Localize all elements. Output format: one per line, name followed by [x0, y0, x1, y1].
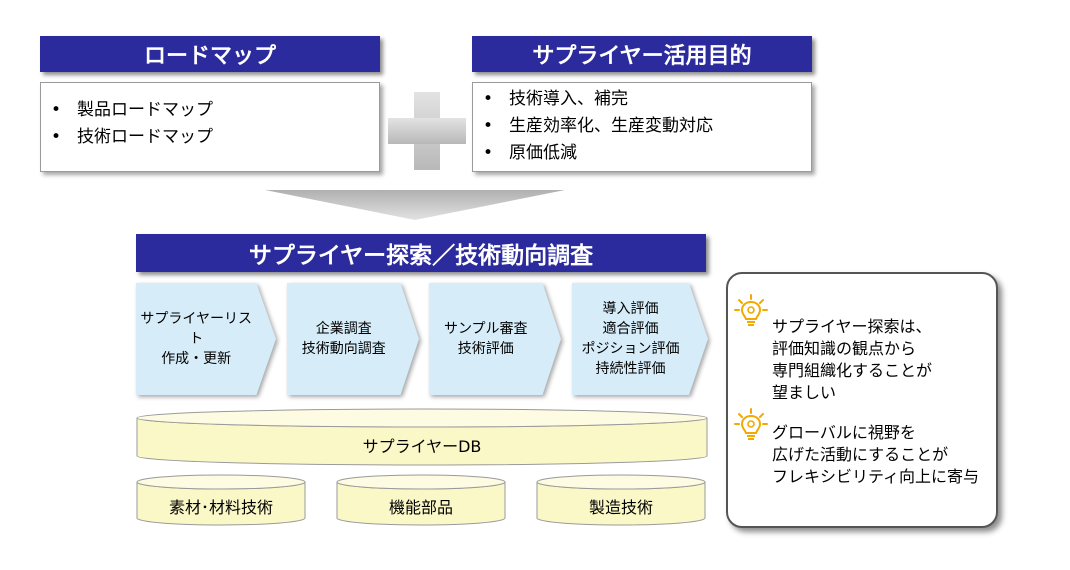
- research-title: サプライヤー探索／技術動向調査: [248, 243, 594, 269]
- list-item: 生産効率化、生産変動対応: [473, 113, 811, 140]
- step-line: 導入評価: [602, 301, 659, 317]
- cylinder-shape: [136, 408, 708, 466]
- supplier-db-label: サプライヤーDB: [362, 437, 482, 456]
- step-company-survey: 企業調査 技術動向調査: [287, 283, 419, 395]
- step-line: 技術評価: [457, 341, 514, 357]
- note-line: 専門組織化することが: [772, 361, 933, 380]
- roadmap-title: ロードマップ: [143, 44, 276, 69]
- note-line: サプライヤー探索は、: [772, 317, 932, 336]
- step-sample-review: サンプル審査 技術評価: [429, 283, 561, 395]
- step-line: ポジション評価: [581, 341, 680, 357]
- cylinder-shape: [336, 474, 506, 526]
- research-header: サプライヤー探索／技術動向調査: [136, 234, 706, 272]
- purpose-list: 技術導入、補完 生産効率化、生産変動対応 原価低減: [473, 86, 811, 167]
- step-line: 適合評価: [602, 321, 659, 337]
- step-line: 技術動向調査: [301, 341, 386, 357]
- db-manufacturing-label: 製造技術: [588, 498, 653, 517]
- purpose-header: サプライヤー活用目的: [472, 36, 812, 72]
- step-line: サプライヤーリスト: [140, 311, 252, 347]
- list-item: 製品ロードマップ: [41, 97, 379, 124]
- db-parts-cylinder: 機能部品: [336, 474, 506, 526]
- step-line: 持続性評価: [595, 361, 666, 377]
- purpose-box: 技術導入、補完 生産効率化、生産変動対応 原価低減: [472, 82, 812, 172]
- step-line: サンプル審査: [443, 321, 528, 337]
- list-item: 技術導入、補完: [473, 86, 811, 113]
- note-line: 評価知識の観点から: [772, 339, 917, 358]
- supplier-db-cylinder: サプライヤーDB: [136, 408, 708, 468]
- step-line: 作成・更新: [161, 351, 232, 367]
- step-introduction-evaluation: 導入評価 適合評価 ポジション評価 持続性評価: [572, 283, 708, 395]
- plus-icon: [388, 92, 466, 170]
- cylinder-shape: [536, 474, 706, 526]
- lightbulb-icon: [734, 294, 768, 326]
- roadmap-header: ロードマップ: [40, 36, 380, 72]
- lightbulb-icon: [734, 408, 768, 440]
- db-materials-cylinder: 素材･材料技術: [136, 474, 306, 526]
- note-text-global: グローバルに視野を 広げた活動にすることが フレキシビリティ向上に寄与: [772, 422, 998, 488]
- cylinder-shape: [136, 474, 306, 526]
- note-line: 広げた活動にすることが: [772, 445, 949, 464]
- note-line: グローバルに視野を: [772, 423, 916, 442]
- down-arrow-icon: [265, 190, 565, 220]
- roadmap-box: 製品ロードマップ 技術ロードマップ: [40, 82, 380, 172]
- notes-panel: サプライヤー探索は、 評価知識の観点から 専門組織化することが 望ましい グロー…: [726, 272, 998, 528]
- list-item: 技術ロードマップ: [41, 124, 379, 151]
- note-line: フレキシビリティ向上に寄与: [772, 467, 980, 486]
- roadmap-list: 製品ロードマップ 技術ロードマップ: [41, 97, 379, 151]
- note-text-specialization: サプライヤー探索は、 評価知識の観点から 専門組織化することが 望ましい: [772, 316, 996, 404]
- list-item: 原価低減: [473, 140, 811, 167]
- step-list-creation: サプライヤーリスト 作成・更新: [136, 283, 276, 395]
- db-materials-label: 素材･材料技術: [168, 498, 273, 517]
- purpose-title: サプライヤー活用目的: [532, 44, 752, 69]
- step-line: 企業調査: [315, 321, 372, 337]
- db-parts-label: 機能部品: [388, 498, 453, 517]
- db-manufacturing-cylinder: 製造技術: [536, 474, 706, 526]
- note-line: 望ましい: [772, 383, 837, 402]
